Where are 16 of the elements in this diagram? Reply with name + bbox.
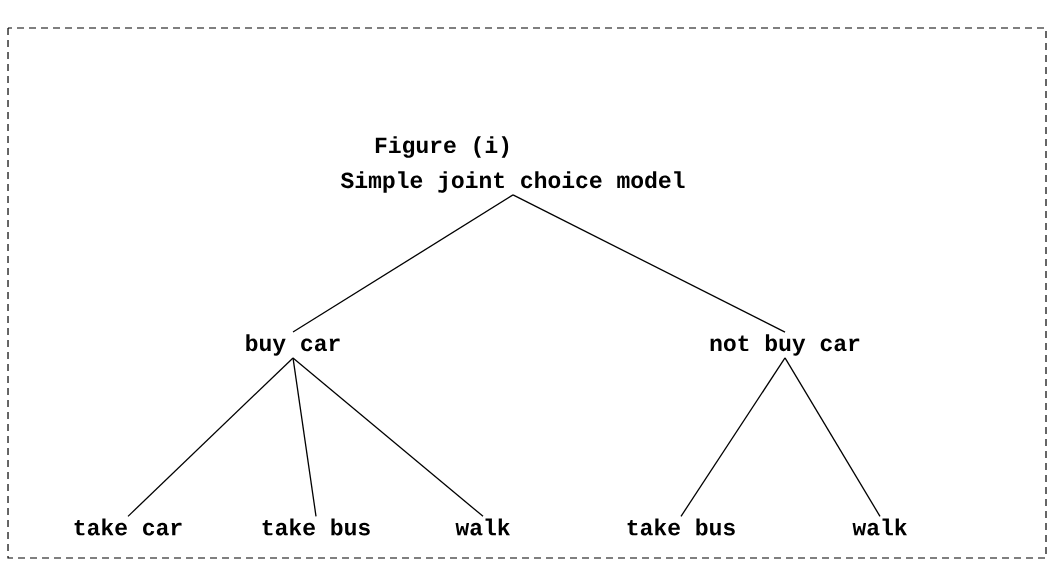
connector-line	[292, 194, 514, 333]
node-label: not buy car	[710, 334, 860, 356]
connector-line	[127, 357, 294, 517]
node-label: walk	[455, 518, 510, 536]
connector-line	[784, 357, 881, 517]
node-label: walk	[852, 518, 907, 536]
node-label: take bus	[262, 518, 370, 536]
connector-line	[292, 357, 484, 517]
connector-line	[680, 357, 786, 517]
node-label: buy car	[246, 334, 340, 356]
connector-line	[512, 194, 786, 333]
node-label: Simple joint choice model	[340, 171, 685, 193]
node-label: take car	[74, 518, 182, 536]
connector-line	[292, 357, 317, 517]
figure-title: Figure (i)	[375, 136, 509, 158]
node-label: take bus	[627, 518, 735, 536]
